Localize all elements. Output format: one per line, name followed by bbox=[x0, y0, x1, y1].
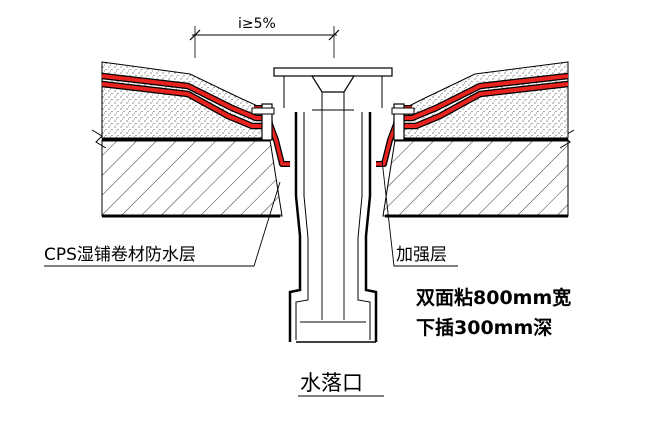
drain-flange bbox=[251, 103, 415, 141]
reinforcement-label: 加强层 bbox=[396, 245, 447, 265]
slope-dimension: i≥5% bbox=[189, 16, 340, 58]
drain-label: 水落口 bbox=[300, 371, 363, 395]
drain-grate bbox=[273, 67, 393, 111]
concrete-slab bbox=[91, 129, 575, 218]
membrane-label: CPS湿铺卷材防水层 bbox=[44, 245, 196, 265]
leader-lines bbox=[44, 159, 458, 397]
note-line-2: 下插300mm深 bbox=[416, 316, 552, 339]
drain-pipe bbox=[288, 110, 378, 343]
note-line-1: 双面粘800mm宽 bbox=[416, 286, 571, 309]
slope-label: i≥5% bbox=[238, 16, 276, 32]
